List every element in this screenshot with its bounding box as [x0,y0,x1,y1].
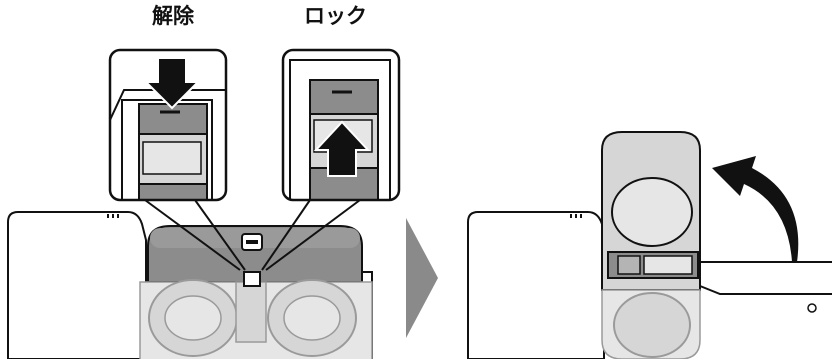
up-arrow-icon [313,120,371,177]
chevron-right-icon [406,218,438,338]
cover-lens-lower [613,292,691,358]
indicator-dot [807,303,817,313]
zoom-box-release [108,48,228,202]
cover-lens-upper [611,177,693,247]
vent-dots [107,214,119,218]
lens-left [148,279,238,357]
lens-right [267,279,357,357]
latch-column [235,281,267,343]
left-scene [7,199,373,359]
lock-label: ロック [304,4,367,28]
curved-arrow-icon [712,156,799,262]
down-arrow-icon [143,57,201,110]
slide-switch [241,233,263,251]
vent-dots-right [570,214,582,218]
right-scene [467,131,832,359]
callout-lines [144,199,361,271]
release-label: 解除 [152,4,194,28]
device-body-right [467,211,605,359]
latch-slot [243,271,261,287]
zoom-box-lock [281,48,401,202]
device-body-left [7,211,147,359]
